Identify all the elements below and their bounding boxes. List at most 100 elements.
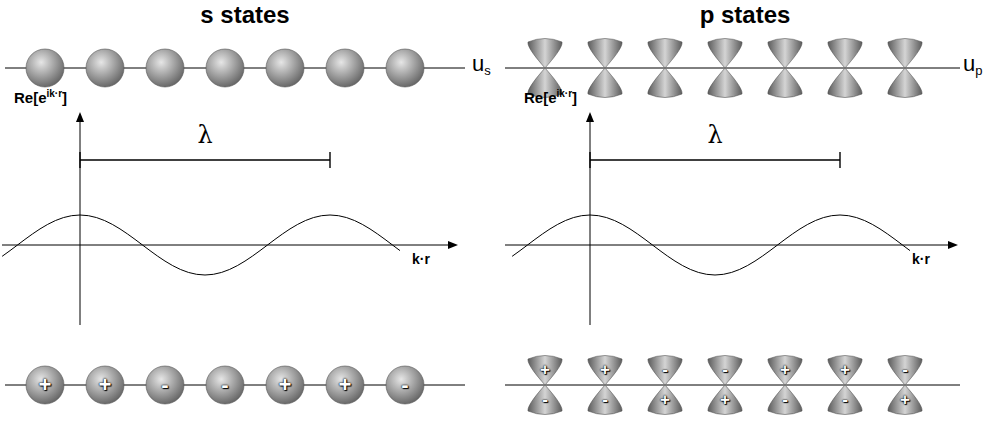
p-orbital-node: +- xyxy=(825,354,865,416)
phase-sign: + xyxy=(885,391,925,409)
phase-sign: + xyxy=(645,391,685,409)
axis-label-group: k·r xyxy=(912,250,930,268)
s-orbital xyxy=(26,49,64,87)
wave-plot xyxy=(465,112,965,325)
state-symbol-group: up xyxy=(963,52,982,78)
chain-line xyxy=(505,68,960,69)
panel-heading-group: s states xyxy=(200,2,289,28)
phase-sign: - xyxy=(645,361,685,379)
axis-label: k·r xyxy=(412,251,430,267)
phase-sign: - xyxy=(825,391,865,409)
axis-label: ] xyxy=(62,89,67,106)
wavelength-bracket xyxy=(590,159,840,160)
s-orbital xyxy=(386,49,424,87)
phase-sign: + xyxy=(85,376,125,394)
wavelength-label-group: λ xyxy=(707,122,722,148)
cosine-wave xyxy=(2,215,400,275)
axis-arrowhead xyxy=(948,241,958,249)
x-axis xyxy=(2,245,450,246)
p-orbital-node: +- xyxy=(525,354,565,416)
phase-sign: + xyxy=(585,361,625,379)
phase-sign: - xyxy=(885,361,925,379)
orbital-ball xyxy=(386,366,424,404)
axis-arrowhead xyxy=(448,241,458,249)
wave-plot xyxy=(0,112,458,325)
axis-label: ik·r xyxy=(557,88,573,99)
axis-arrowhead xyxy=(76,112,84,122)
phase-sign: - xyxy=(385,376,425,394)
p-orbital-node: -+ xyxy=(705,354,745,416)
axis-label: k·r xyxy=(912,251,930,267)
s-orbital-node: + xyxy=(325,365,365,405)
s-orbital-node: - xyxy=(385,365,425,405)
p-orbital xyxy=(768,39,802,98)
p-orbital-node: +- xyxy=(765,354,805,416)
phase-sign: - xyxy=(525,391,565,409)
state-symbol: s xyxy=(484,63,491,78)
phase-sign: + xyxy=(825,361,865,379)
s-orbital xyxy=(86,49,124,87)
state-symbol: u xyxy=(963,51,975,76)
axis-label: Re[e xyxy=(14,89,47,106)
orbital-ball xyxy=(86,366,124,404)
wavelength-bracket xyxy=(80,159,330,160)
axis-label-group: Re[eik·r] xyxy=(524,88,577,107)
phase-sign: + xyxy=(325,376,365,394)
phase-sign: - xyxy=(205,376,245,394)
wavelength-label: λ xyxy=(197,121,212,149)
axis-label: Re[e xyxy=(524,89,557,106)
y-axis xyxy=(80,118,81,325)
phase-sign: + xyxy=(265,376,305,394)
p-orbital-node: -+ xyxy=(645,354,685,416)
p-orbital xyxy=(888,39,922,98)
axis-label-group: k·r xyxy=(412,250,430,268)
p-orbital-node: -+ xyxy=(885,354,925,416)
state-symbol: p xyxy=(975,63,982,78)
phase-sign: - xyxy=(705,361,745,379)
s-orbital xyxy=(326,49,364,87)
panel-heading: s states xyxy=(200,1,289,28)
phase-sign: + xyxy=(25,376,65,394)
panel-heading-group: p states xyxy=(700,2,791,28)
phase-sign: - xyxy=(585,391,625,409)
phase-sign: - xyxy=(765,391,805,409)
bracket-tick xyxy=(589,152,590,168)
p-orbital-node: +- xyxy=(585,354,625,416)
p-orbital xyxy=(588,39,622,98)
s-orbital-node: + xyxy=(25,365,65,405)
y-axis xyxy=(590,118,591,325)
s-orbital xyxy=(206,49,244,87)
orbital-ball xyxy=(326,366,364,404)
state-symbol: u xyxy=(472,51,484,76)
phase-sign: - xyxy=(145,376,185,394)
cosine-wave xyxy=(512,215,910,275)
state-symbol-group: us xyxy=(472,52,491,78)
s-orbital xyxy=(266,49,304,87)
axis-label: ] xyxy=(572,89,577,106)
axis-label: ik·r xyxy=(47,88,63,99)
s-orbital xyxy=(146,49,184,87)
x-axis xyxy=(505,245,950,246)
orbital-ball xyxy=(266,366,304,404)
bracket-tick xyxy=(79,152,80,168)
orbital-ball xyxy=(26,366,64,404)
orbital-ball xyxy=(206,366,244,404)
bracket-tick xyxy=(329,152,330,168)
wavelength-label: λ xyxy=(707,121,722,149)
s-orbital-node: + xyxy=(265,365,305,405)
axis-label-group: Re[eik·r] xyxy=(14,88,67,107)
axis-arrowhead xyxy=(586,112,594,122)
chain-line xyxy=(505,385,960,386)
p-orbital xyxy=(708,39,742,98)
phase-sign: + xyxy=(705,391,745,409)
orbital-ball xyxy=(146,366,184,404)
s-orbital-node: - xyxy=(145,365,185,405)
p-orbital xyxy=(648,39,682,98)
phase-sign: + xyxy=(525,361,565,379)
panel-heading: p states xyxy=(700,1,791,28)
s-orbital-node: - xyxy=(205,365,245,405)
p-orbital xyxy=(828,39,862,98)
s-orbital-node: + xyxy=(85,365,125,405)
wavelength-label-group: λ xyxy=(197,122,212,148)
